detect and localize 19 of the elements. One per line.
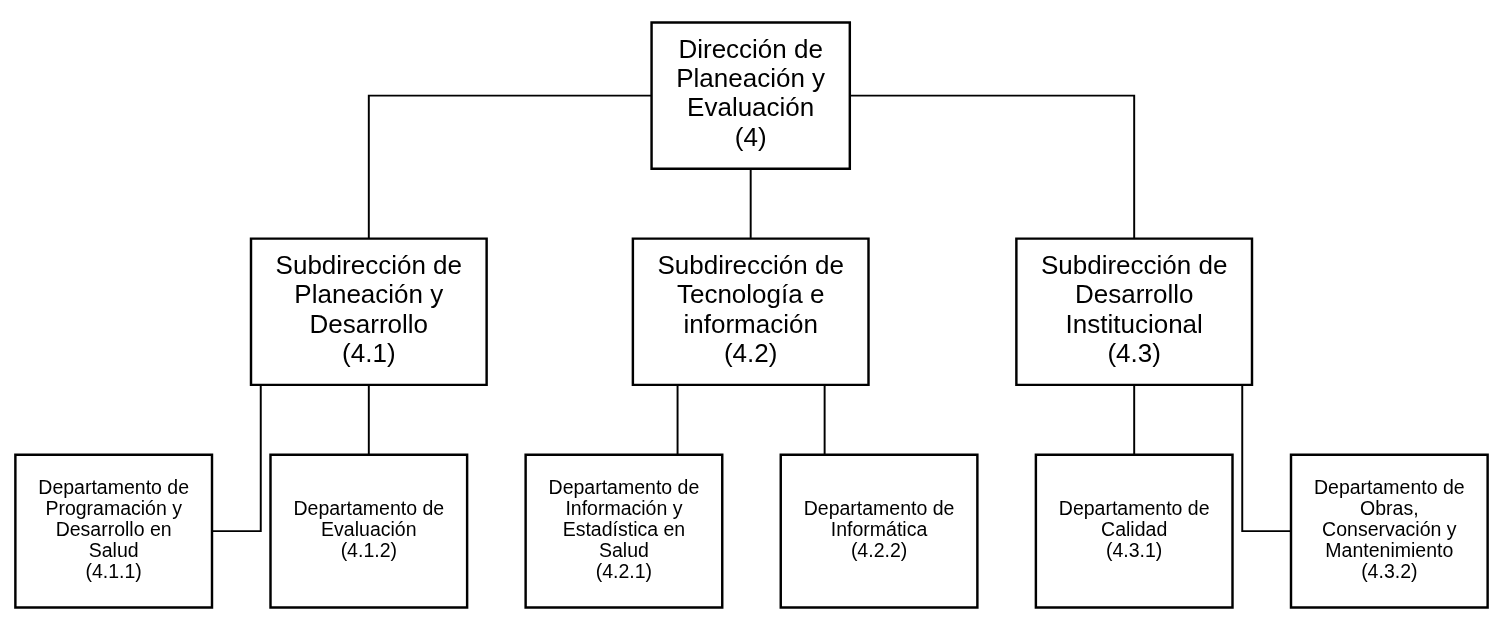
connector — [211, 384, 262, 533]
node-box: Departamento de Calidad (4.3.1) — [1034, 453, 1234, 609]
node-box: Departamento de Obras, Conservación y Mantenimiento (4.3.2) — [1289, 453, 1489, 609]
node-box: Subdirección de Planeación y Desarrollo (4.1) — [249, 237, 488, 387]
node-box: Departamento de Información y Estadística en Salud (4.2.1) — [524, 453, 724, 609]
node-box: Subdirección de Tecnología e información (4.2) — [631, 237, 870, 387]
node-box: Departamento de Informática (4.2.2) — [779, 453, 979, 609]
connector — [848, 94, 1136, 240]
connector — [367, 94, 653, 240]
node-box: Dirección de Planeación y Evaluación (4) — [650, 21, 852, 170]
node-box: Departamento de Programación y Desarrollo en Salud (4.1.1) — [14, 453, 214, 609]
connector — [1133, 384, 1136, 456]
connector — [823, 384, 826, 456]
node-box: Departamento de Evaluación (4.1.2) — [269, 453, 469, 609]
connector — [367, 384, 370, 456]
connector — [749, 167, 752, 239]
connector — [676, 384, 679, 456]
node-box: Subdirección de Desarrollo Institucional (4.3) — [1015, 237, 1254, 387]
connector — [1241, 384, 1292, 533]
